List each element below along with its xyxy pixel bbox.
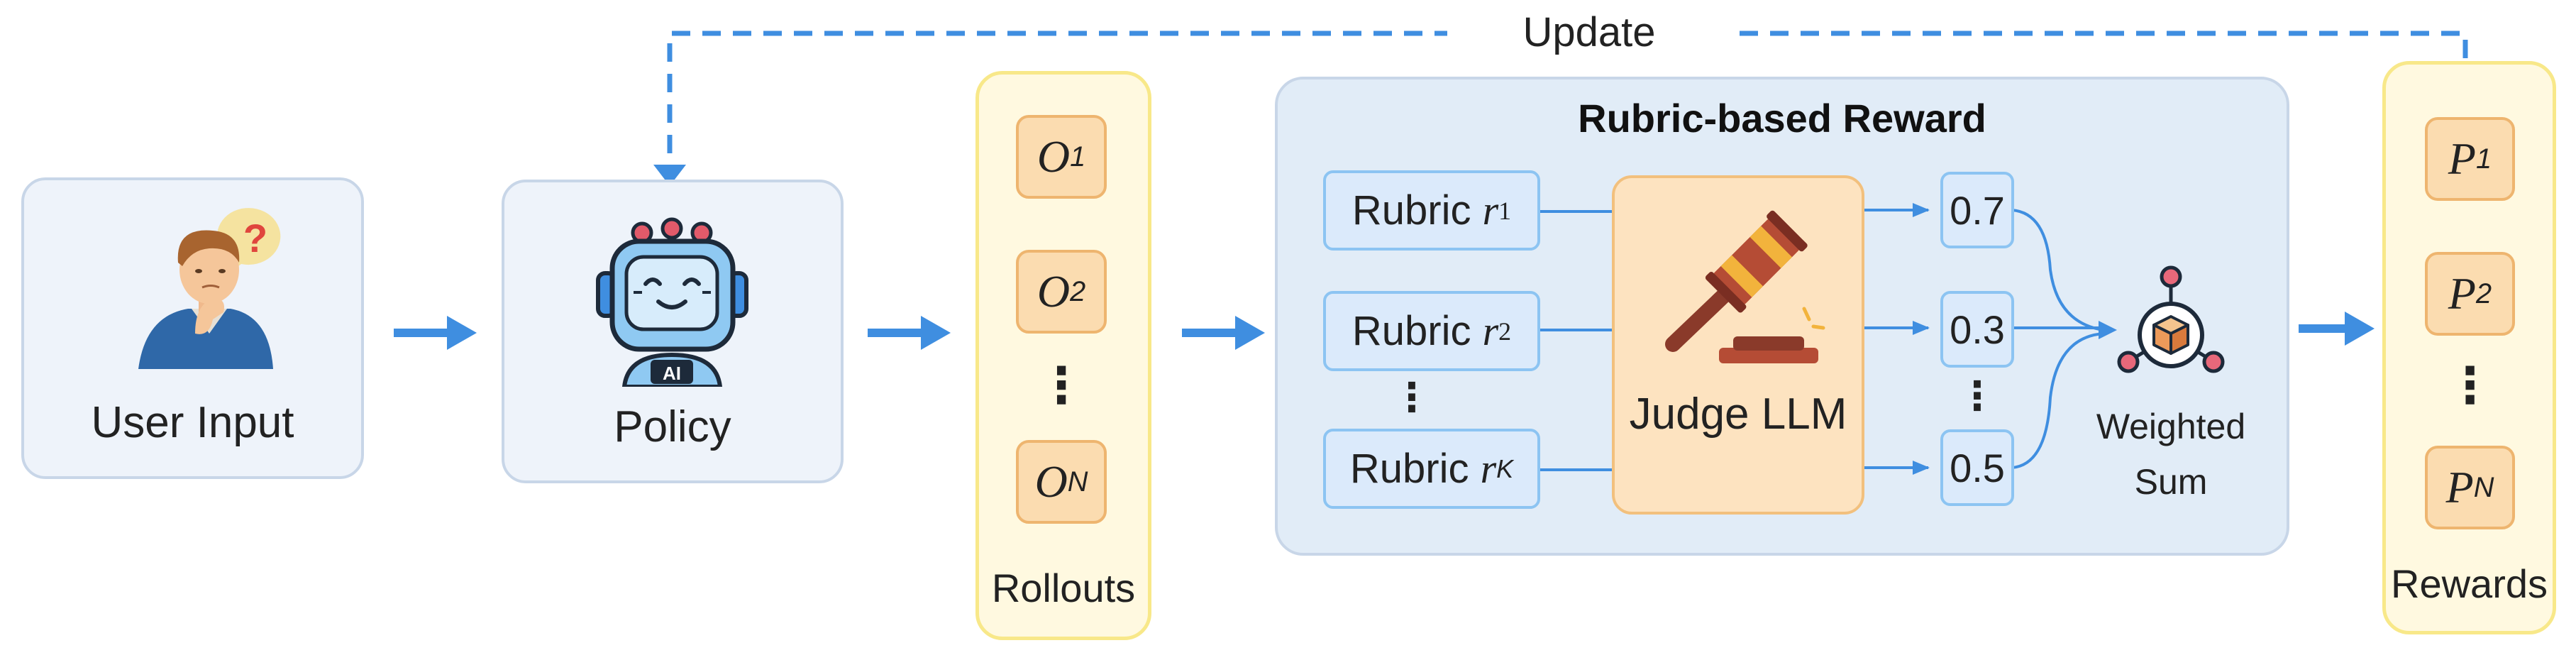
svg-text:AI: AI [663,363,681,384]
update-label: Update [1447,9,1731,56]
weighted-sum-label-line1: Weighted [2096,407,2246,446]
svg-text:?: ? [243,216,267,260]
score3-to-sum [2011,332,2104,469]
ai-robot-icon: AI [596,217,748,387]
score-2: 0.3 [1940,291,2014,368]
network-cube-icon [2117,265,2225,373]
user-input-label: User Input [91,398,294,447]
update-arrowhead [653,165,686,186]
gavel-icon [1665,210,1825,363]
reward-panel-title: Rubric-based Reward [1578,96,1986,141]
rewards-ellipsis: ⋮ [2445,358,2495,413]
flow-arrow-reward-rewards [2299,312,2375,346]
thinking-person-icon: ? [138,208,281,369]
rollouts-ellipsis: ⋮ [1037,358,1086,413]
score1-to-sum [2011,209,2104,331]
score-1: 0.7 [1940,172,2014,248]
flow-arrow-rollouts-reward [1182,316,1265,350]
flow-arrow-input-policy [394,316,477,350]
user-input-card [21,177,364,479]
weighted-sum-label-line2: Sum [2134,462,2208,502]
judge-llm-label: Judge LLM [1629,390,1847,439]
flow-arrow-policy-rollouts [868,316,951,350]
rubric-ellipsis: ⋮ [1392,375,1432,419]
policy-label: Policy [614,402,731,451]
rewards-label: Rewards [2391,561,2548,606]
score-ellipsis: ⋮ [1957,373,1997,418]
rollouts-label: Rollouts [991,566,1136,610]
score-3: 0.5 [1940,429,2014,506]
